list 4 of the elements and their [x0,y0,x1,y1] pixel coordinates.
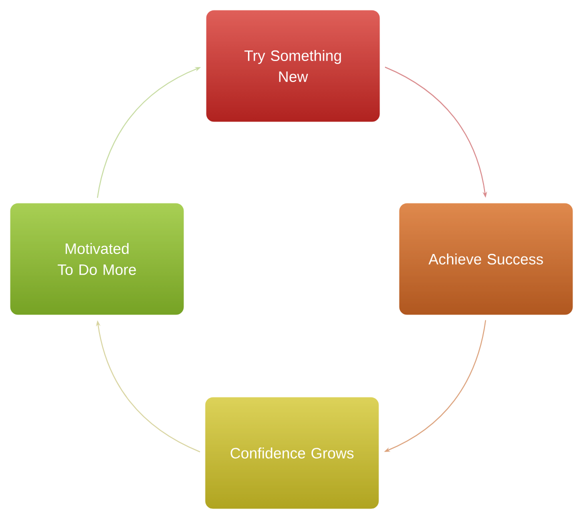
process-box: Confidence Grows [202,394,382,512]
process-box: Try Something New [204,8,382,124]
process-box: Motivated To Do More [8,200,186,318]
process-box: Achieve Success [396,200,576,318]
